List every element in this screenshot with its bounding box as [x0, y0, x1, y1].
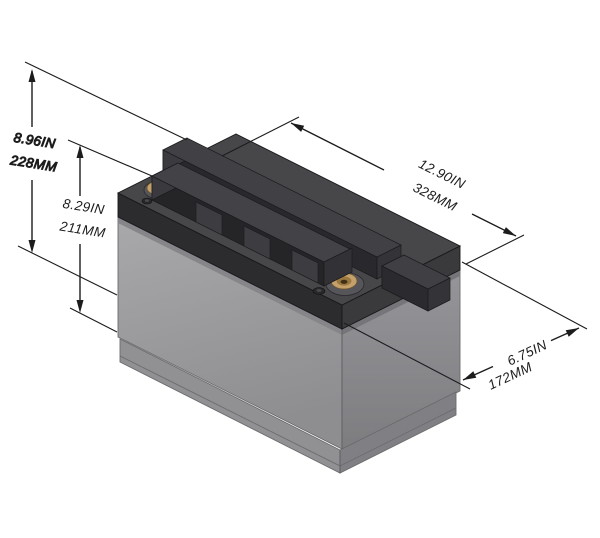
overall-height-label-inches: 8.96IN: [13, 130, 57, 151]
overall-height-arrow-down: [28, 240, 36, 253]
length-ext-left: [221, 116, 300, 157]
platform-top-face: [151, 162, 351, 263]
cover-platform: [151, 162, 353, 287]
right-terminal-hole: [340, 279, 348, 284]
length-dim-line-left: [290, 122, 385, 171]
case-height-arrow-up: [76, 145, 84, 158]
length-ext-right: [465, 234, 525, 265]
right-vent-hole: [312, 287, 326, 295]
battery-illustration: [116, 133, 462, 474]
overall-height-ext-top: [24, 61, 188, 141]
case-height-arrow-down: [76, 300, 84, 313]
lid-shadow-front: [118, 217, 342, 335]
length-arrow-right: [502, 227, 516, 236]
depth-ext-right-corner: [461, 261, 588, 330]
platform-notch-3: [291, 249, 319, 284]
case-height-ext-bottom: [69, 307, 118, 333]
overall-height-label-mm: 228MM: [8, 152, 58, 174]
ridge-top-face: [162, 137, 402, 258]
depth-arrow-lower: [463, 371, 477, 380]
platform-right-end-face: [323, 247, 353, 287]
depth-ext-front-corner: [343, 322, 471, 390]
depth-arrow-upper: [565, 328, 579, 337]
case-height-label-mm: 211MM: [58, 218, 107, 240]
length-arrow-left: [291, 123, 305, 132]
dimension-case-height: 8.29IN 211MM: [58, 139, 153, 333]
platform-notch-1: [195, 201, 223, 236]
end-block-top-face: [381, 254, 451, 290]
case-height-label-inches: 8.29IN: [62, 196, 106, 217]
overall-height-arrow-up: [28, 69, 36, 82]
dimension-overall-height: 8.96IN 228MM: [8, 61, 188, 296]
case-height-ext-top: [67, 139, 153, 177]
left-vent-hole: [141, 197, 153, 205]
platform-notch-2: [243, 225, 271, 260]
overall-height-ext-bottom: [17, 245, 118, 296]
cover-end-block: [381, 254, 451, 312]
